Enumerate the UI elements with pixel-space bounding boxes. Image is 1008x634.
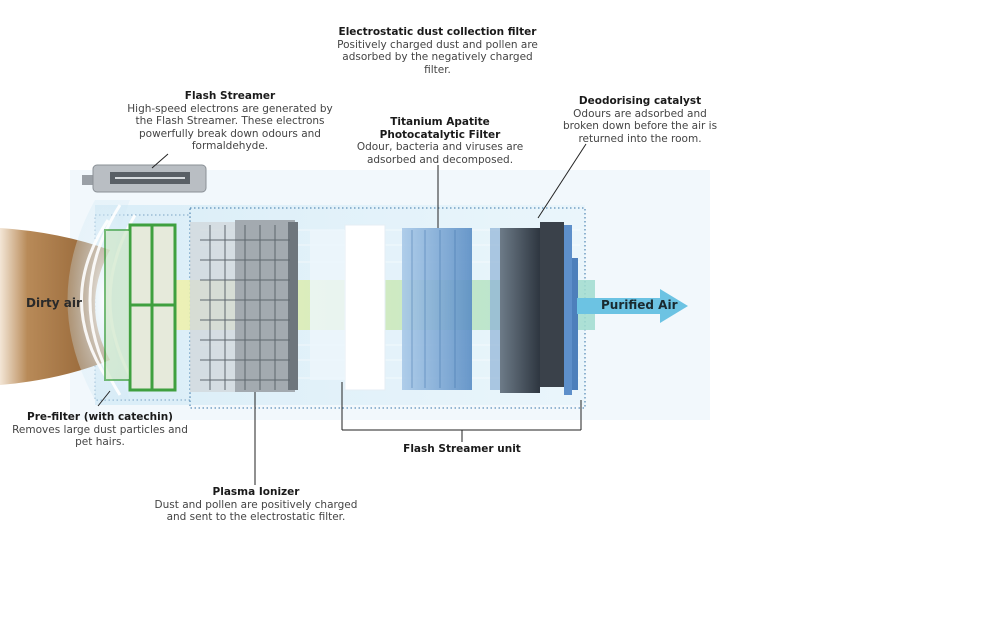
dirty-air-label: Dirty air (26, 296, 82, 310)
plasma-ionizer-description: Dust and pollen are positively charged a… (154, 498, 358, 524)
deodorising-catalyst-callout: Deodorising catalyst Odours are adsorbed… (555, 95, 725, 145)
photocatalytic-filter (402, 228, 472, 390)
flash-streamer-description: High-speed electrons are generated by th… (127, 102, 333, 153)
titanium-apatite-title-line2: Photocatalytic Filter (379, 128, 501, 141)
flash-streamer-callout: Flash Streamer High-speed electrons are … (110, 90, 350, 153)
unit-outline (189, 207, 586, 409)
electrostatic-filter-ghost (310, 230, 345, 380)
plasma-ionizer-title: Plasma Ionizer (212, 486, 300, 498)
flash-streamer-title: Flash Streamer (184, 90, 276, 102)
plasma-ionizer (190, 220, 298, 392)
leader-lines (97, 143, 587, 485)
titanium-apatite-title-line1: Titanium Apatite (390, 116, 490, 128)
electrostatic-filter-title: Electrostatic dust collection filter (338, 26, 537, 38)
deodorising-catalyst-title: Deodorising catalyst (578, 95, 702, 107)
purified-air-label: Purified Air (601, 298, 678, 312)
flash-streamer-unit-label: Flash Streamer unit (403, 443, 521, 455)
titanium-apatite-description: Odour, bacteria and viruses are adsorbed… (356, 141, 524, 166)
flash-streamer-unit-callout: Flash Streamer unit (382, 443, 542, 456)
deodorising-catalyst-description: Odours are adsorbed and broken down befo… (562, 107, 718, 145)
electrostatic-filter-callout: Electrostatic dust collection filter Pos… (325, 26, 550, 76)
deodorising-catalyst (490, 222, 578, 395)
pre-filter (104, 223, 177, 392)
titanium-apatite-callout: Titanium Apatite Photocatalytic Filter O… (345, 116, 535, 166)
pre-filter-title: Pre-filter (with catechin) (27, 411, 173, 423)
electrostatic-filter-description: Positively charged dust and pollen are a… (337, 38, 538, 76)
purified-air-arrow (577, 289, 688, 323)
pre-filter-callout: Pre-filter (with catechin) Removes large… (5, 411, 195, 449)
pre-filter-description: Removes large dust particles and pet hai… (12, 423, 188, 449)
electrostatic-filter (344, 224, 386, 391)
plasma-ionizer-callout: Plasma Ionizer Dust and pollen are posit… (150, 486, 362, 524)
flash-streamer-device (82, 164, 207, 193)
